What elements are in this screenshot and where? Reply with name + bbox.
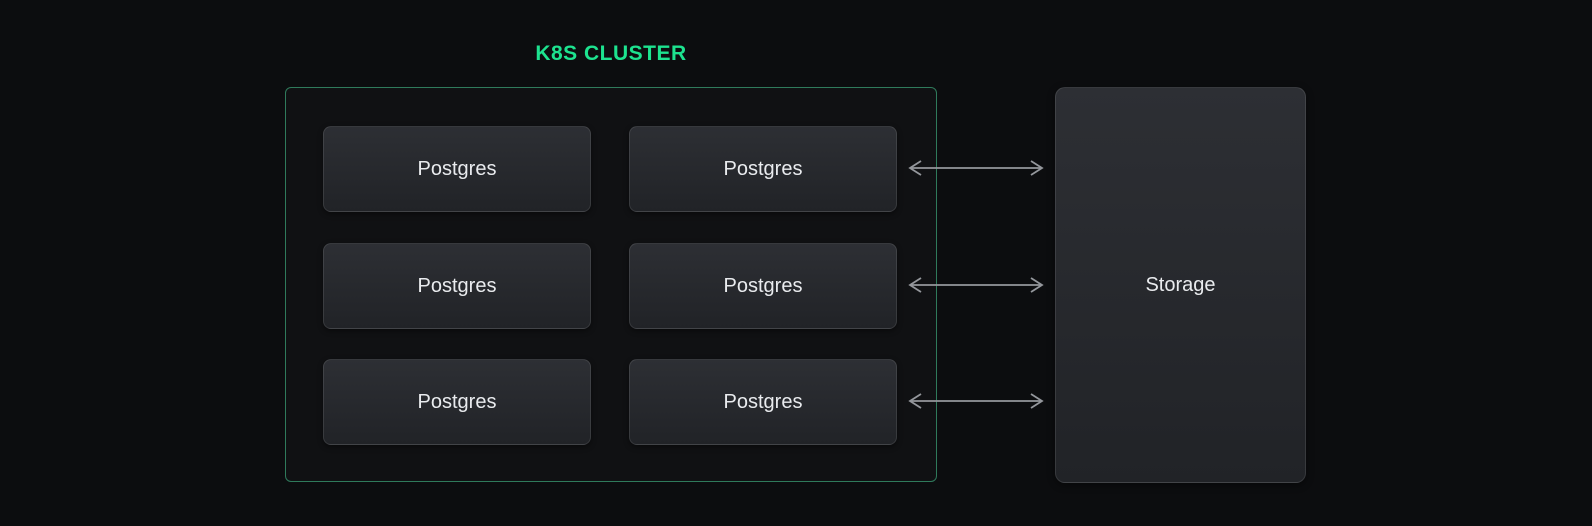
- postgres-node-label: Postgres: [723, 274, 803, 297]
- storage-node: Storage: [1055, 87, 1306, 483]
- bidirectional-arrow: [906, 156, 1046, 180]
- postgres-node-label: Postgres: [417, 390, 497, 413]
- storage-node-label: Storage: [1145, 273, 1216, 296]
- postgres-node-label: Postgres: [417, 274, 497, 297]
- postgres-node: Postgres: [629, 359, 897, 445]
- postgres-node-label: Postgres: [723, 390, 803, 413]
- postgres-node: Postgres: [323, 359, 591, 445]
- postgres-node: Postgres: [629, 243, 897, 329]
- postgres-node-label: Postgres: [417, 157, 497, 180]
- postgres-node: Postgres: [323, 243, 591, 329]
- bidirectional-arrow: [906, 273, 1046, 297]
- bidirectional-arrow: [906, 389, 1046, 413]
- cluster-title: K8S CLUSTER: [535, 42, 687, 65]
- postgres-node: Postgres: [629, 126, 897, 212]
- postgres-node-label: Postgres: [723, 157, 803, 180]
- postgres-node: Postgres: [323, 126, 591, 212]
- k8s-cluster-container: Postgres Postgres Postgres Postgres Post…: [285, 87, 937, 482]
